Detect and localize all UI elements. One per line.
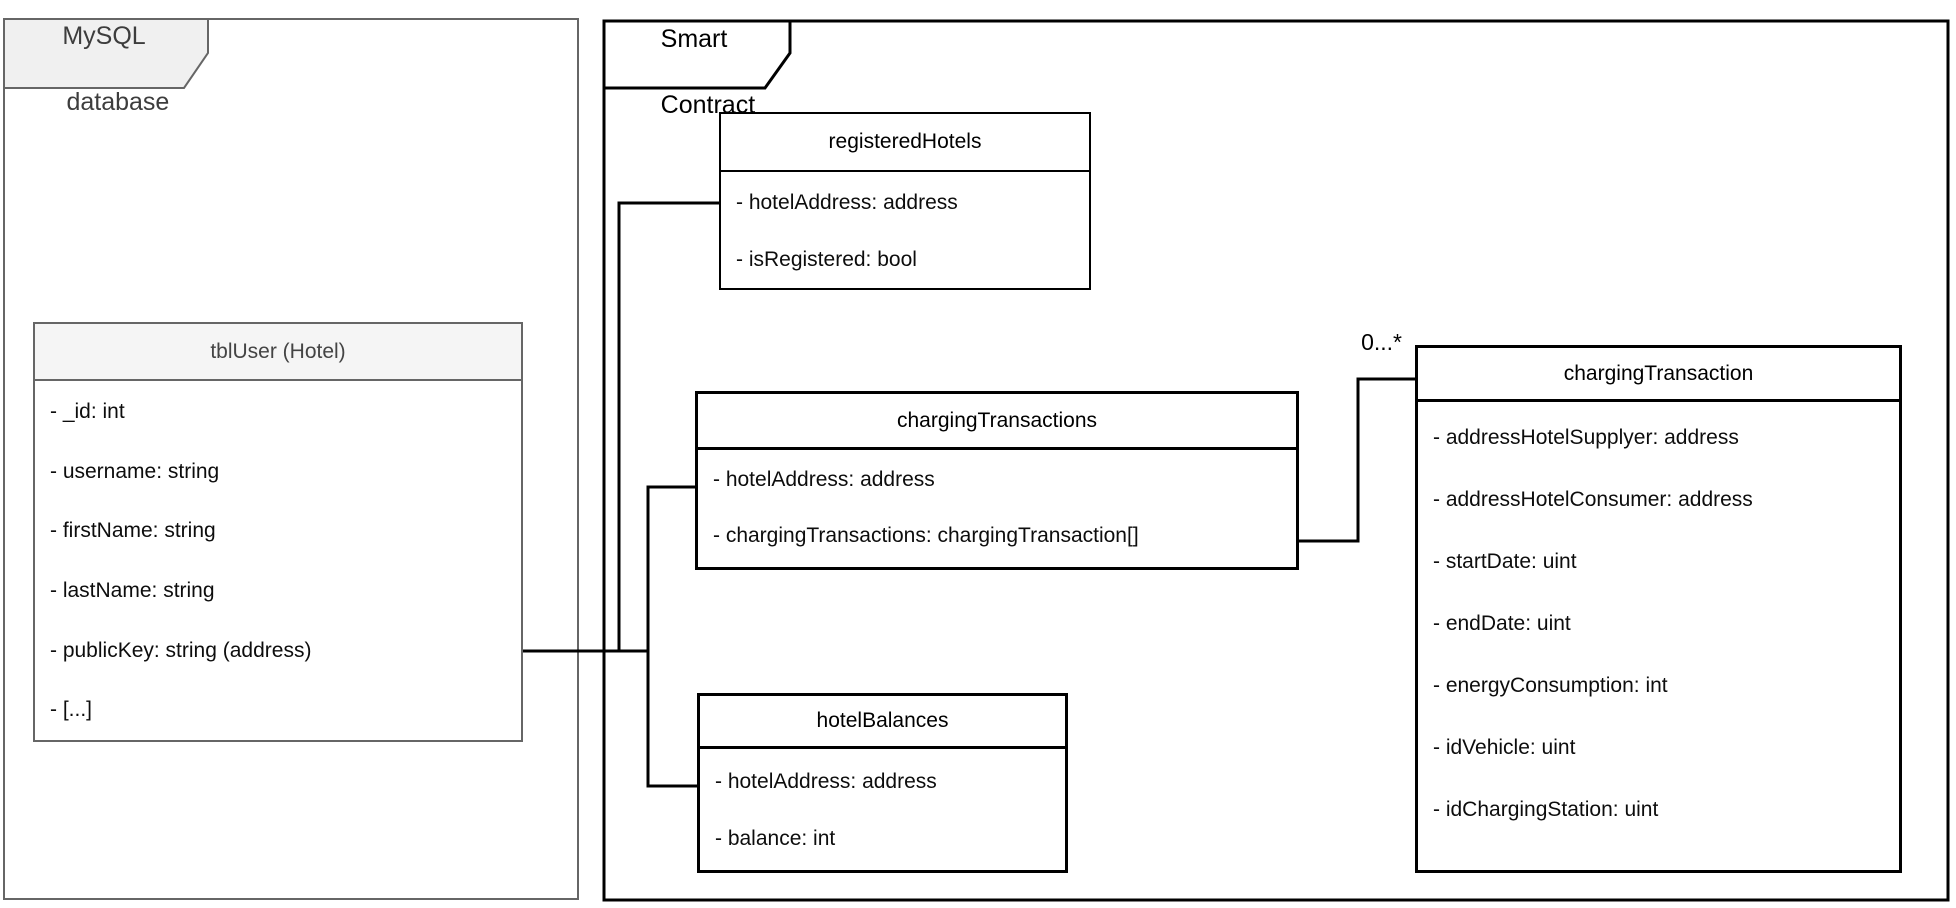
attribute-username: - username: string bbox=[50, 459, 220, 483]
smart-contract-package-tab bbox=[602, 19, 792, 90]
mysql-package-label-line2: database bbox=[66, 88, 170, 116]
mysql-package-outline bbox=[3, 18, 579, 900]
class-chargingtransaction-attributes: - addressHotelSupplyer: address - addres… bbox=[1418, 402, 1899, 870]
smart-contract-package-label: Smart Contract bbox=[604, 23, 784, 155]
connector-chargingtransaction bbox=[1299, 377, 1415, 543]
attribute-lastname: - lastName: string bbox=[50, 578, 215, 602]
class-registeredhotels: registeredHotels - hotelAddress: address… bbox=[719, 112, 1091, 290]
class-chargingtransactions-title: chargingTransactions bbox=[698, 394, 1296, 450]
attribute-id: - _id: int bbox=[50, 399, 125, 423]
attribute-energyconsumption: - energyConsumption: int bbox=[1433, 674, 1668, 697]
attribute-enddate: - endDate: uint bbox=[1433, 612, 1571, 635]
attribute-idvehicle: - idVehicle: uint bbox=[1433, 736, 1576, 759]
attribute-isregistered: - isRegistered: bool bbox=[736, 247, 917, 271]
class-registeredhotels-attributes: - hotelAddress: address - isRegistered: … bbox=[721, 172, 1089, 288]
class-tbluser-attributes: - _id: int - username: string - firstNam… bbox=[35, 381, 521, 740]
attribute-ellipsis: - [...] bbox=[50, 698, 92, 722]
smart-contract-label-line1: Smart bbox=[660, 25, 728, 53]
class-hotelbalances-attributes: - hotelAddress: address - balance: int bbox=[700, 749, 1065, 870]
connector-chargingtransactions-hotelbalances bbox=[646, 485, 697, 788]
class-chargingtransaction-title: chargingTransaction bbox=[1418, 348, 1899, 402]
attribute-firstname: - firstName: string bbox=[50, 519, 216, 543]
class-chargingtransactions-attributes: - hotelAddress: address - chargingTransa… bbox=[698, 450, 1296, 567]
attribute-idchargingstation: - idChargingStation: uint bbox=[1433, 798, 1659, 821]
attribute-publickey: - publicKey: string (address) bbox=[50, 638, 312, 662]
class-chargingtransactions: chargingTransactions - hotelAddress: add… bbox=[695, 391, 1299, 570]
attribute-startdate: - startDate: uint bbox=[1433, 550, 1577, 573]
multiplicity-label: 0...* bbox=[1361, 329, 1402, 355]
attribute-addresshotelsupplyer: - addressHotelSupplyer: address bbox=[1433, 426, 1739, 449]
mysql-package-tab bbox=[3, 18, 209, 89]
smart-contract-label-line2: Contract bbox=[660, 91, 756, 119]
attribute-addresshotelconsumer: - addressHotelConsumer: address bbox=[1433, 488, 1753, 511]
attribute-hoteladdress: - hotelAddress: address bbox=[713, 468, 935, 491]
class-hotelbalances: hotelBalances - hotelAddress: address - … bbox=[697, 693, 1068, 873]
connector-registeredhotels bbox=[617, 201, 719, 651]
attribute-chargingtransactions-array: - chargingTransactions: chargingTransact… bbox=[713, 524, 1139, 547]
class-tbluser: tblUser (Hotel) - _id: int - username: s… bbox=[33, 322, 523, 742]
class-registeredhotels-title: registeredHotels bbox=[721, 114, 1089, 172]
mysql-package-label-line1: MySQL bbox=[62, 22, 146, 50]
class-tbluser-title: tblUser (Hotel) bbox=[35, 324, 521, 381]
class-hotelbalances-title: hotelBalances bbox=[700, 696, 1065, 749]
attribute-hoteladdress: - hotelAddress: address bbox=[736, 190, 958, 214]
smart-contract-package-outline bbox=[602, 19, 1950, 902]
attribute-hoteladdress: - hotelAddress: address bbox=[715, 769, 937, 793]
mysql-package-label: MySQL database bbox=[4, 20, 204, 152]
attribute-balance: - balance: int bbox=[715, 826, 836, 850]
class-chargingtransaction: chargingTransaction - addressHotelSupply… bbox=[1415, 345, 1902, 873]
